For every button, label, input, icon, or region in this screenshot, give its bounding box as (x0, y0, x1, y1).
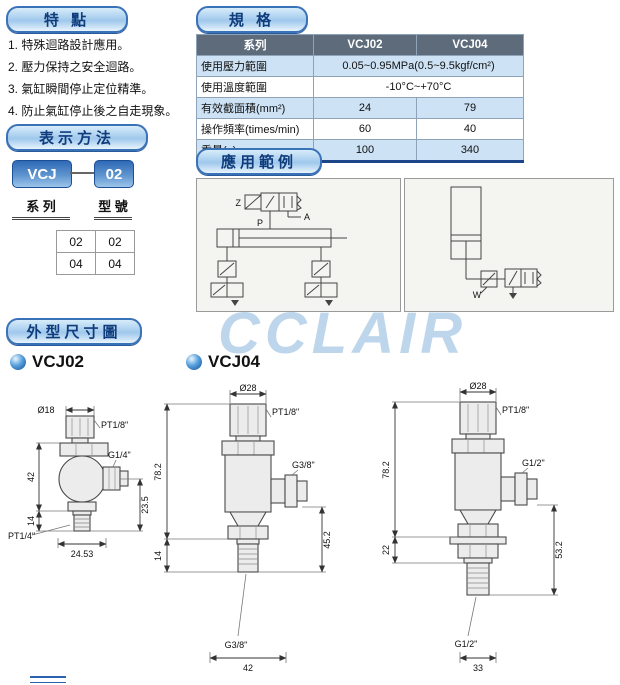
map-cell: 02 (95, 230, 135, 253)
dim-side-height: 45.2 (322, 531, 332, 549)
dim-side-height: 53.2 (554, 541, 564, 559)
model-mapping-table: 02 02 04 04 (56, 230, 135, 275)
dim-body-height: 78.2 (153, 463, 163, 481)
spec-value: 79 (416, 97, 524, 119)
spec-table: 系列 VCJ02 VCJ04 使用壓力範圍 0.05~0.95MPa(0.5~9… (196, 34, 524, 163)
spec-value: 0.05~0.95MPa(0.5~9.5kgf/cm²) (313, 55, 524, 77)
dim-side-port: G1/4" (108, 450, 131, 460)
spec-row: 使用溫度範圍 -10°C~+70°C (196, 76, 524, 98)
bullet-sphere-icon (186, 354, 202, 370)
spec-label: 使用壓力範圍 (196, 55, 314, 77)
application-title: 應用範例 (220, 154, 297, 171)
ordering-header: 表示方法 (6, 124, 148, 151)
dim-lower-height: 22 (381, 545, 391, 555)
spec-header-row: 系列 VCJ02 VCJ04 (196, 34, 524, 56)
series-label: 系 列 (12, 196, 70, 220)
dim-width: 42 (243, 663, 253, 673)
map-cell: 04 (56, 252, 96, 275)
application-example-box-1: Z P A (196, 178, 401, 312)
port-a-label: A (304, 212, 310, 222)
code-connector-line (70, 172, 94, 174)
spec-value: 60 (313, 118, 417, 140)
spec-col-header: 系列 (196, 34, 314, 56)
spec-label: 使用溫度範圍 (196, 76, 314, 98)
spec-value: 40 (416, 118, 524, 140)
dim-width: 24.53 (71, 549, 94, 559)
features-title: 特 點 (43, 12, 91, 29)
model-name: VCJ02 (32, 352, 84, 371)
specs-title: 規 格 (228, 12, 276, 29)
model-heading-vcj02: VCJ02 (10, 352, 84, 372)
vcj02-dimension-drawing: Ø18 PT1/8" G1/4" PT1/4" 42 14 (8, 405, 150, 559)
pneumatic-circuit-diagram-2: W (450, 186, 542, 300)
spec-value: 24 (313, 97, 417, 119)
pneumatic-circuit-diagram-1: Z P A (210, 192, 347, 306)
spec-value: -10°C~+70°C (313, 76, 524, 98)
dim-side-height: 23.5 (140, 496, 150, 514)
dim-diameter: Ø28 (239, 383, 256, 393)
dim-lower-height: 14 (26, 516, 36, 526)
dim-bottom-port: G1/2" (455, 639, 478, 649)
specs-header: 規 格 (196, 6, 308, 33)
map-cell: 04 (95, 252, 135, 275)
feature-item: 4. 防止氣缸停止後之自走現象。 (8, 103, 178, 118)
feature-item: 1. 特殊迴路設計應用。 (8, 38, 130, 52)
spec-row: 使用壓力範圍 0.05~0.95MPa(0.5~9.5kgf/cm²) (196, 55, 524, 77)
table-row: 02 02 (56, 230, 135, 253)
dimensions-header: 外型尺寸圖 (6, 318, 142, 345)
application-example-box-2: W (404, 178, 614, 312)
model-name: VCJ04 (208, 352, 260, 371)
ordering-title: 表示方法 (38, 130, 115, 147)
application-header: 應用範例 (196, 148, 322, 175)
series-code: VCJ (27, 165, 57, 183)
port-w-label: W (473, 290, 482, 300)
spec-row: 有效截面積(mm²) 24 79 (196, 97, 524, 119)
dim-bottom-port: G3/8" (225, 640, 248, 650)
model-heading-vcj04: VCJ04 (186, 352, 260, 372)
spec-value: 100 (313, 139, 417, 162)
dim-side-port: G3/8" (292, 460, 315, 470)
dim-top-port: PT1/8" (272, 407, 299, 417)
dim-top-port: PT1/8" (502, 405, 529, 415)
dim-side-port: G1/2" (522, 458, 545, 468)
feature-item: 3. 氣缸瞬間停止定位精準。 (8, 81, 154, 96)
dim-diameter: Ø18 (37, 405, 54, 415)
port-p-label: P (257, 218, 263, 228)
dim-lower-height: 14 (153, 551, 163, 561)
spec-col-header: VCJ04 (416, 34, 524, 56)
spec-col-header: VCJ02 (313, 34, 417, 56)
spec-label: 操作頻率(times/min) (196, 118, 314, 140)
table-row: 04 04 (56, 252, 135, 275)
bullet-sphere-icon (10, 354, 26, 370)
series-code-box: VCJ (12, 160, 72, 188)
model-code-box: 02 (94, 160, 134, 188)
spec-row: 操作頻率(times/min) 60 40 (196, 118, 524, 140)
footer-decoration (30, 676, 66, 683)
dim-width: 33 (473, 663, 483, 673)
vcj04-dimension-drawing-1: Ø28 PT1/8" G3/8" G3/8" 78.2 14 (153, 383, 332, 673)
map-cell: 02 (56, 230, 96, 253)
dim-body-height: 42 (26, 472, 36, 482)
dim-diameter: Ø28 (469, 381, 486, 391)
dim-bottom-port: PT1/4" (8, 531, 35, 541)
spec-value: 340 (416, 139, 524, 162)
spec-label: 有效截面積(mm²) (196, 97, 314, 119)
features-list: 1. 特殊迴路設計應用。 2. 壓力保持之安全迴路。 3. 氣缸瞬間停止定位精準… (8, 36, 196, 124)
model-label: 型 號 (94, 196, 132, 220)
dim-body-height: 78.2 (381, 461, 391, 479)
features-header: 特 點 (6, 6, 128, 33)
port-z-label: Z (236, 198, 242, 208)
vcj04-dimension-drawing-2: Ø28 PT1/8" G1/2" G1/2" (381, 381, 564, 673)
feature-item: 2. 壓力保持之安全迴路。 (8, 59, 142, 74)
model-code: 02 (105, 165, 123, 183)
dim-top-port: PT1/8" (101, 420, 128, 430)
dimensions-title: 外型尺寸圖 (26, 324, 122, 341)
